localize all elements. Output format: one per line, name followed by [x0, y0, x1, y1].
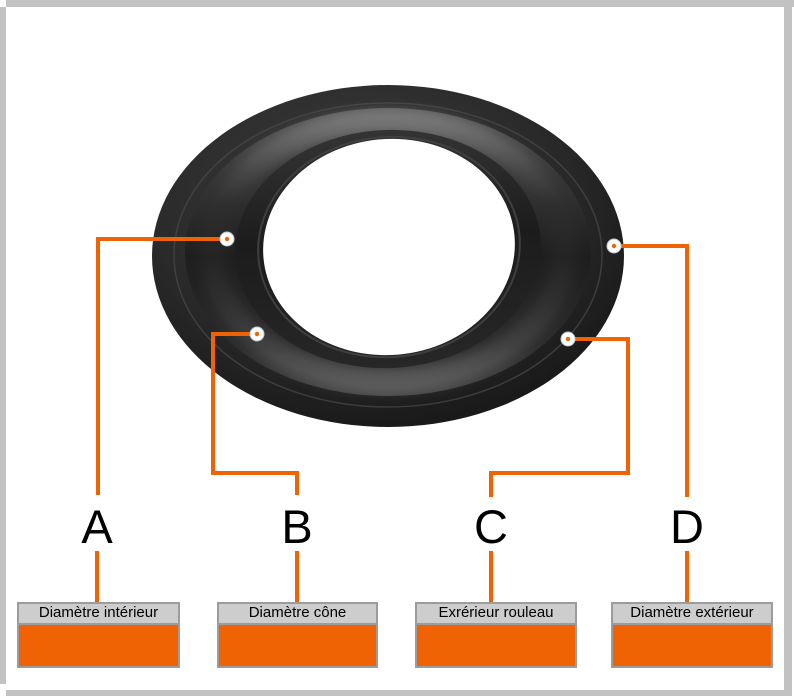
frame-border-right	[784, 7, 792, 690]
label-value-outer-diameter	[613, 625, 771, 666]
frame-border-top	[6, 0, 794, 7]
label-value-cone-diameter	[219, 625, 376, 666]
label-box-roll-exterior: Exrérieur rouleau	[415, 602, 577, 668]
callout-letter-a: A	[81, 500, 113, 553]
label-value-roll-exterior	[417, 625, 575, 666]
label-header-inner-diameter: Diamètre intérieur	[19, 604, 178, 625]
callout-line-a	[96, 237, 227, 495]
surround-roll-sheen	[200, 109, 576, 393]
marker-b-icon	[249, 326, 265, 342]
callout-letter-c: C	[474, 500, 508, 553]
callout-markers	[219, 231, 622, 347]
surround-inner-lip	[257, 135, 521, 359]
callout-letter-b: B	[281, 500, 313, 553]
callout-line-c	[489, 337, 630, 497]
label-header-cone-diameter: Diamètre cône	[219, 604, 376, 625]
surround-flange-ridge	[173, 102, 603, 408]
callout-line-b	[211, 332, 299, 495]
callout-letter-d: D	[670, 500, 704, 553]
label-box-inner-diameter: Diamètre intérieur	[17, 602, 180, 668]
frame-border-left	[0, 7, 6, 684]
marker-c-icon	[560, 331, 576, 347]
marker-a-icon	[219, 231, 235, 247]
label-value-inner-diameter	[19, 625, 178, 666]
label-header-roll-exterior: Exrérieur rouleau	[417, 604, 575, 625]
marker-d-icon	[606, 238, 622, 254]
label-box-cone-diameter: Diamètre cône	[217, 602, 378, 668]
surround-center-hole	[263, 138, 515, 356]
callout-line-d	[614, 244, 689, 497]
frame-border-bottom	[6, 690, 792, 696]
label-header-outer-diameter: Diamètre extérieur	[613, 604, 771, 625]
speaker-surround-photo	[152, 85, 624, 427]
label-box-outer-diameter: Diamètre extérieur	[611, 602, 773, 668]
